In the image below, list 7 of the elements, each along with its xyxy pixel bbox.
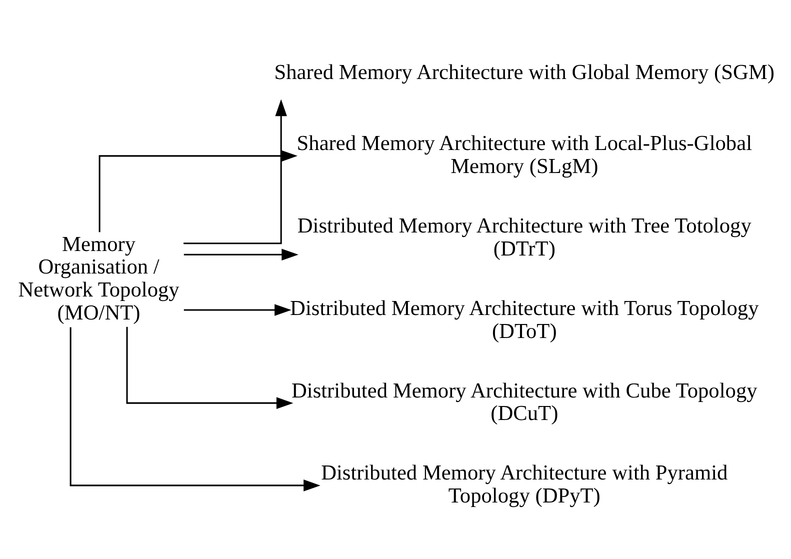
node-text: Distributed Memory Architecture with Tree Totology (DTrT) [297, 214, 752, 260]
node-text: Shared Memory Architecture with Global Memory (SGM) [274, 60, 775, 84]
node-text: Shared Memory Architecture with Local-Plus-Global Memory (SLgM) [296, 131, 752, 178]
node-text: Memory Organisation / Network Topology (MO/NT) [18, 232, 180, 324]
node-text: Distributed Memory Architecture with Pyramid Topology (DPyT) [321, 460, 728, 508]
node-text: Distributed Memory Architecture with Cube Topology (DCuT) [291, 378, 758, 426]
node-text: Distributed Memory Architecture with Torus Topology (DToT) [290, 296, 759, 343]
